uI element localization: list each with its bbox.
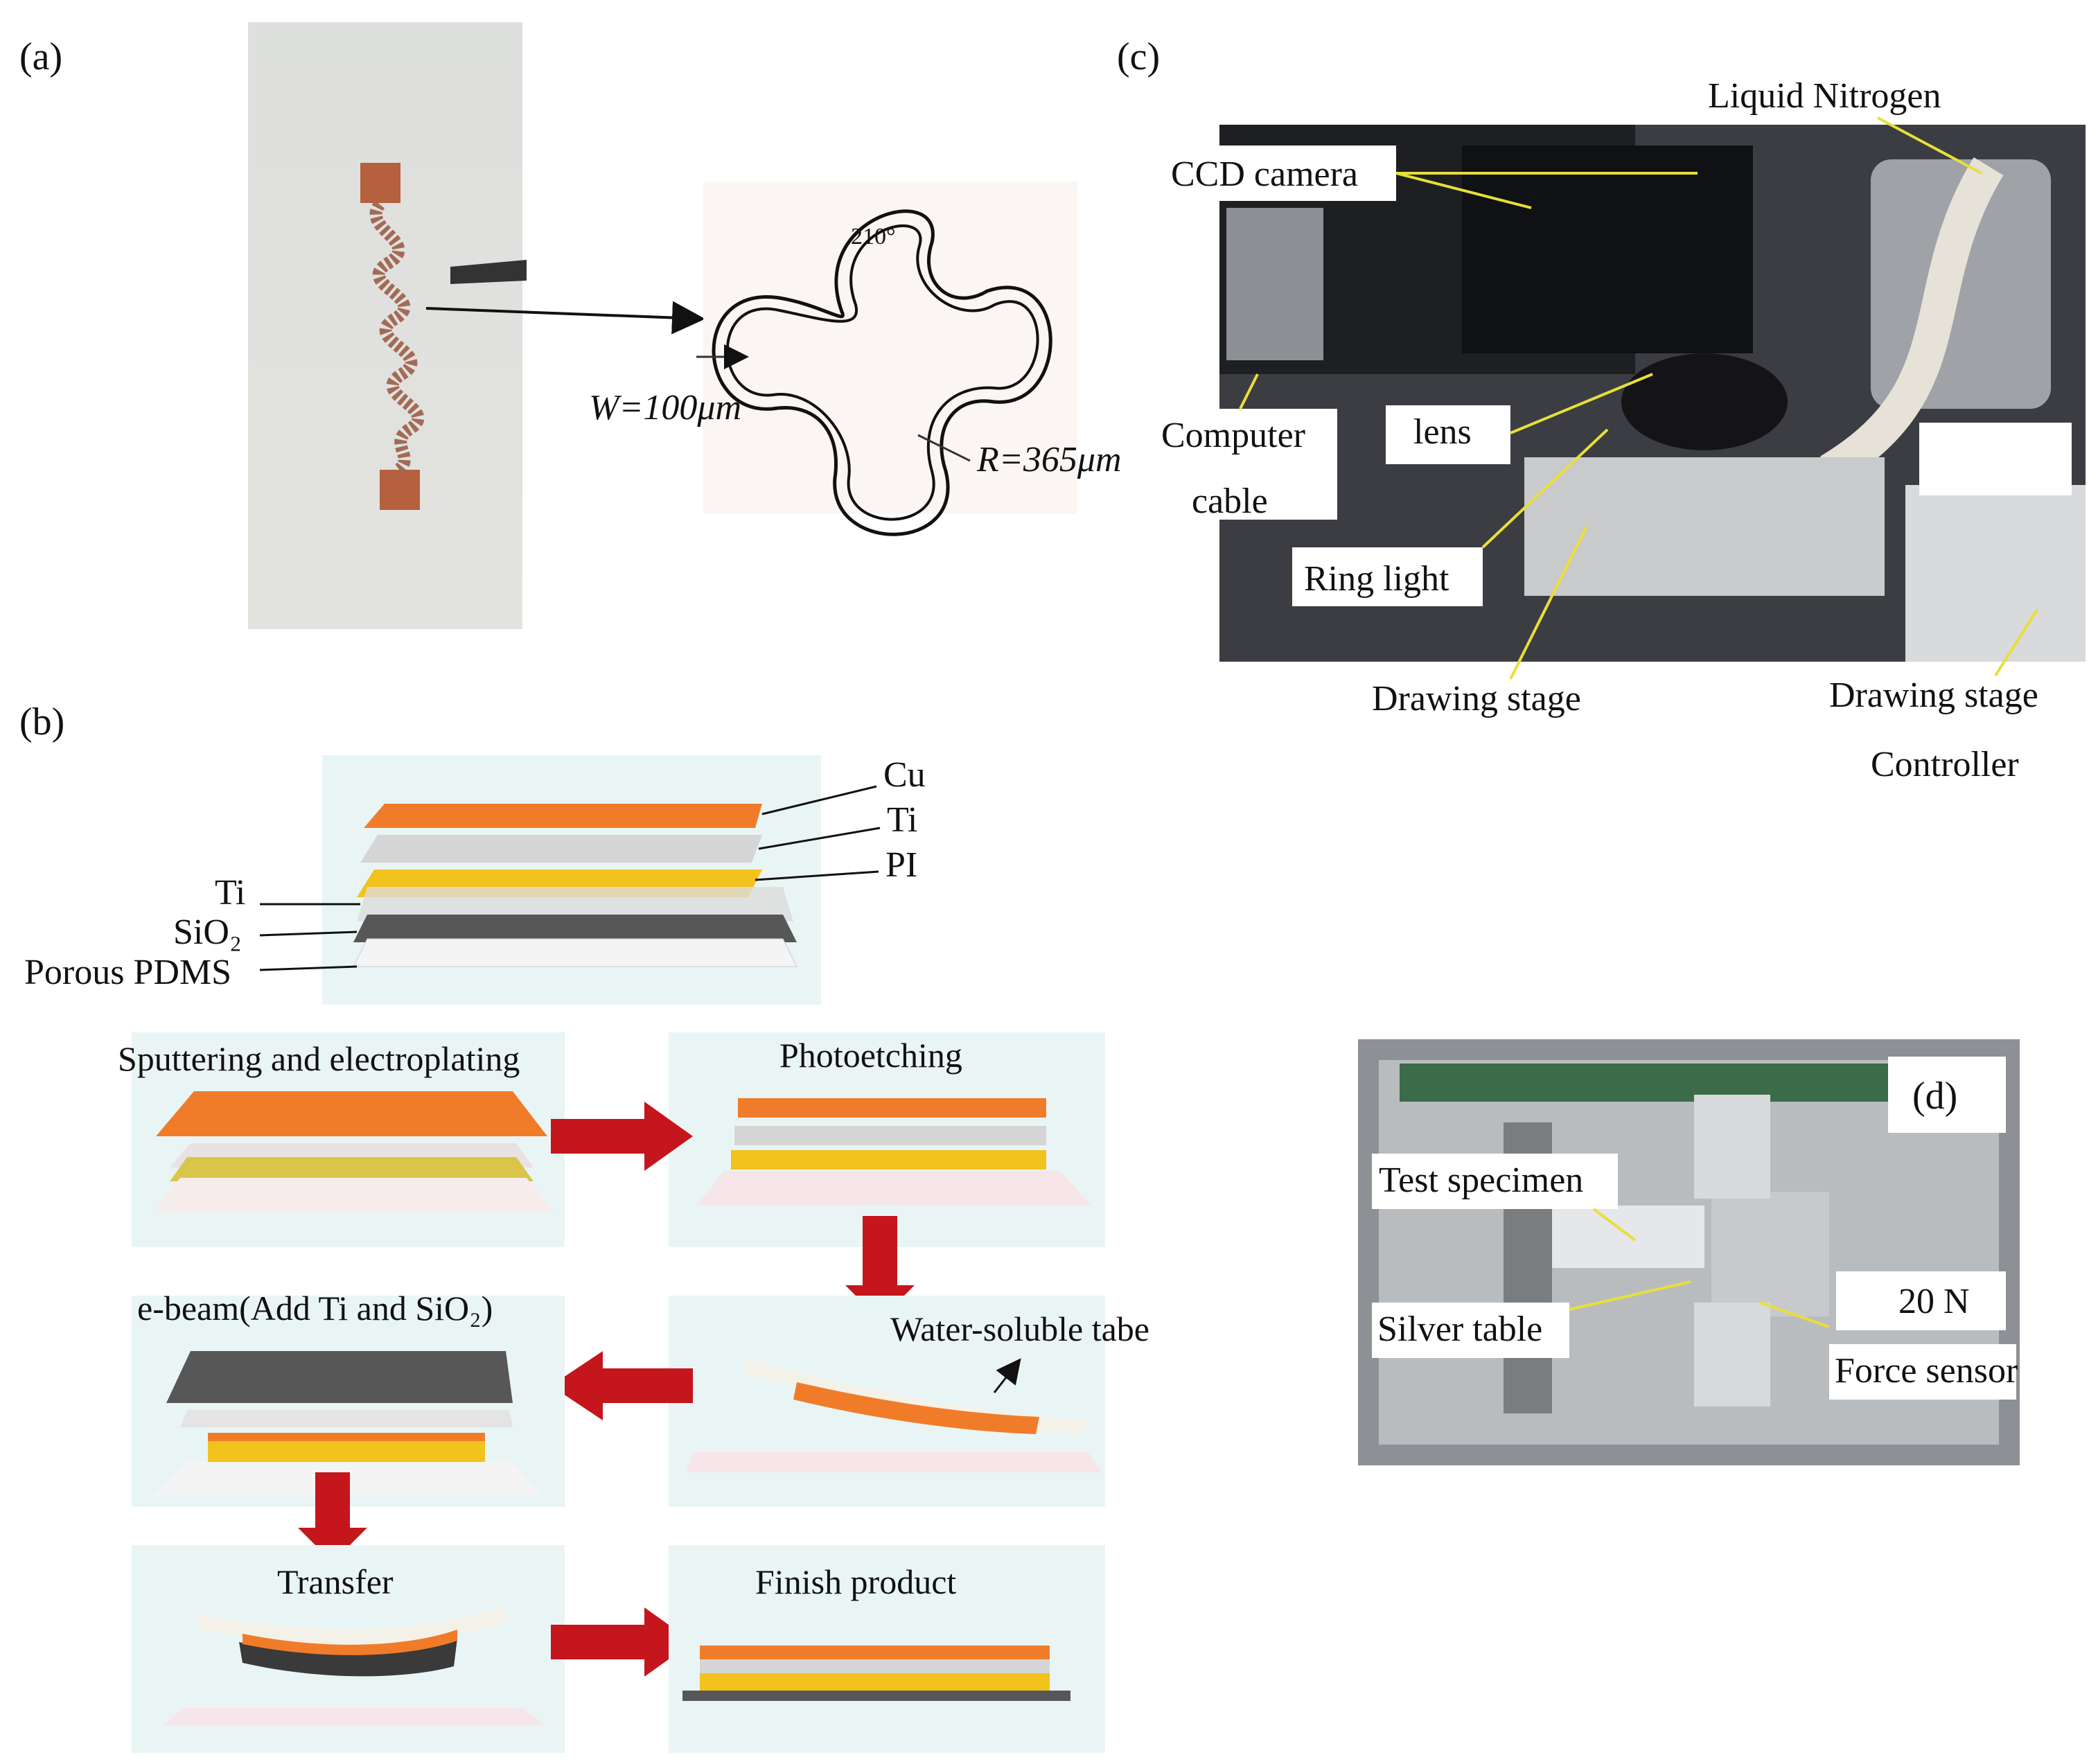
unit-cell-inset — [703, 182, 1077, 514]
layer-ti-base — [357, 887, 793, 921]
step-photoetching-label: Photoetching — [779, 1036, 962, 1075]
pi-label: PI — [885, 845, 917, 885]
layer-cu — [364, 804, 762, 828]
cu-label: Cu — [883, 755, 926, 795]
force-sensor-photo — [1711, 1192, 1829, 1316]
serpentine-trace — [369, 200, 425, 475]
step-ebeam-label: e-beam(Add Ti and SiO₂) — [137, 1289, 493, 1328]
arrow-step5-to-step6 — [551, 1607, 693, 1677]
panel-b-label: (b) — [19, 700, 64, 743]
lens-label: lens — [1413, 412, 1472, 452]
ring-light-label: Ring light — [1304, 559, 1449, 599]
panel-c: (c) Liquid Nitrogen CCD camera Computer … — [1117, 35, 2086, 784]
panel-a: (a) 210° W=100μm R=365μm — [19, 22, 1122, 629]
drawing-stage-body — [1524, 457, 1885, 596]
ti-left-label: Ti — [215, 873, 245, 912]
test-specimen-label: Test specimen — [1379, 1161, 1583, 1200]
panel-b: (b) Cu Ti PI Ti SiO₂ Porous PDMS Sputter… — [19, 700, 1149, 1753]
nitrogen-hose — [1820, 157, 2004, 486]
computer-cable-label-1: Computer — [1161, 416, 1305, 455]
arrow-step2-to-step3 — [845, 1216, 915, 1320]
lens-ring — [1621, 353, 1788, 450]
step-transfer-label: Transfer — [277, 1562, 394, 1601]
panel-d: (d) Test specimen Silver table 20 N Forc… — [1358, 1039, 2020, 1465]
zoom-arrow — [425, 301, 705, 335]
ccd-camera-label: CCD camera — [1171, 155, 1358, 194]
load-label: 20 N — [1898, 1282, 1970, 1321]
panel-c-label: (c) — [1117, 35, 1160, 78]
layer-sio2 — [353, 915, 797, 942]
radius-leader — [917, 434, 971, 462]
radius-label: R=365μm — [976, 440, 1122, 479]
sio2-label: SiO₂ — [173, 912, 242, 952]
width-label: W=100μm — [589, 388, 741, 427]
silver-table-label: Silver table — [1377, 1309, 1542, 1349]
panel-a-label: (a) — [19, 35, 62, 78]
angle-label: 210° — [851, 224, 896, 249]
layer-ti-top — [360, 835, 762, 863]
drawing-stage-controller-label-2: Controller — [1871, 745, 2019, 784]
step-tape-label: Water-soluble tabe — [890, 1309, 1149, 1348]
arrow-step4-to-step5 — [298, 1472, 367, 1562]
stage-controller-box — [1905, 485, 2086, 662]
sample-pad-top — [360, 163, 400, 203]
ti-top-label: Ti — [887, 800, 917, 840]
pdms-label: Porous PDMS — [24, 953, 231, 992]
tweezers — [450, 260, 527, 284]
force-sensor-label: Force sensor — [1835, 1351, 2018, 1391]
arrow-step3-to-step4 — [551, 1351, 693, 1420]
drawing-stage-controller-label-1: Drawing stage — [1829, 676, 2038, 715]
computer-cable-label-2: cable — [1192, 482, 1268, 521]
layer-pdms — [353, 938, 797, 967]
ccd-camera-body — [1462, 145, 1753, 353]
drawing-stage-label: Drawing stage — [1372, 679, 1581, 718]
step-finish-label: Finish product — [755, 1562, 956, 1601]
liquid-nitrogen-label: Liquid Nitrogen — [1708, 76, 1941, 116]
step-sputtering-label: Sputtering and electroplating — [118, 1039, 520, 1078]
arrow-step1-to-step2 — [551, 1102, 693, 1171]
panel-d-label: (d) — [1912, 1075, 1957, 1118]
sample-pad-bottom — [380, 470, 420, 510]
